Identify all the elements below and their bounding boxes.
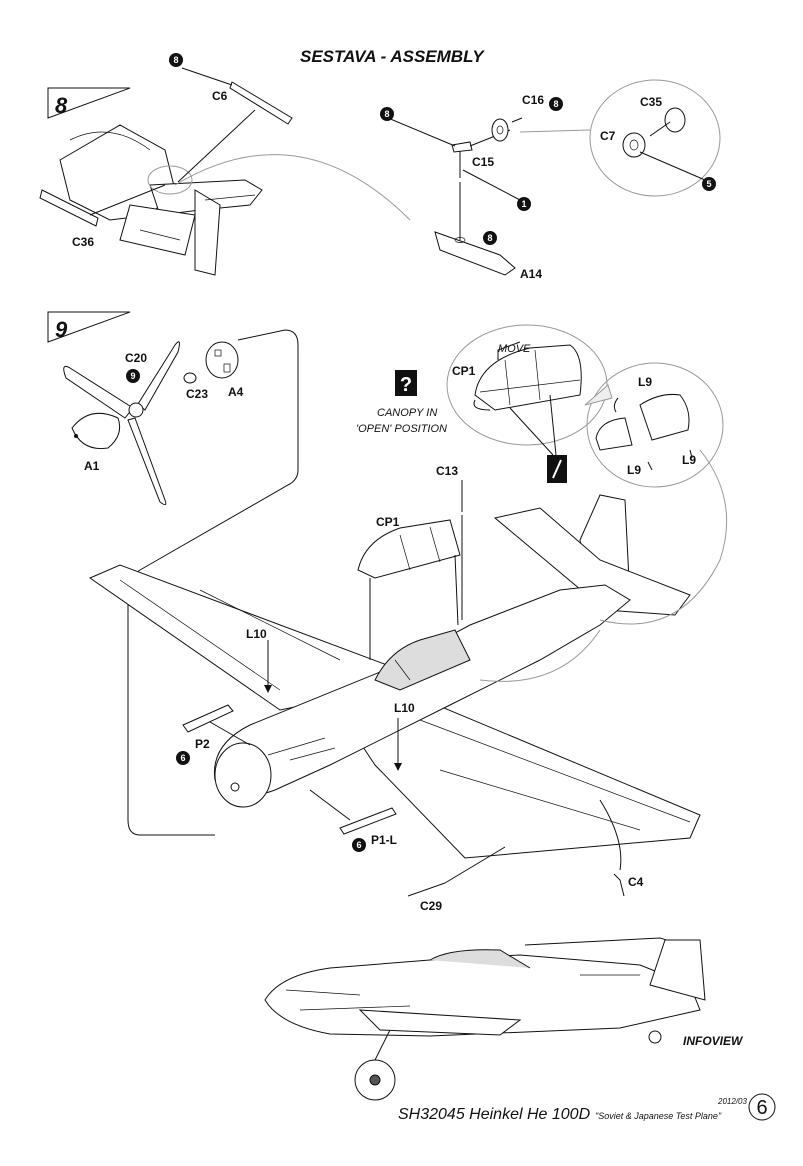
badge-c20: 9	[126, 369, 140, 383]
canopy-note: ? CANOPY IN 'OPEN' POSITION	[356, 370, 447, 435]
part-c16: C16	[491, 93, 544, 142]
svg-text:6: 6	[356, 840, 361, 850]
canopy-note-line1: CANOPY IN	[377, 407, 437, 419]
part-label-c29: C29	[420, 899, 442, 913]
part-label-c15: C15	[472, 155, 494, 169]
svg-text:9: 9	[130, 371, 135, 381]
tail-assembly-drawing	[59, 124, 263, 276]
detail-c35-c7: C35 C7	[519, 79, 721, 197]
part-a4: A4	[205, 341, 244, 399]
part-label-p1l: P1-L	[371, 833, 397, 847]
part-label-c13: C13	[436, 464, 458, 478]
step-number: 8	[55, 93, 68, 118]
leader-curve	[174, 154, 411, 221]
step-9: 9 A1 C23 A4 C20 9	[47, 311, 728, 913]
part-c29: C29	[407, 846, 506, 913]
footer-date: 2012/03	[717, 1097, 747, 1106]
part-p2: P2	[182, 704, 251, 751]
part-label-cp1: CP1	[376, 515, 400, 529]
part-c23: C23	[183, 372, 208, 401]
part-label-l9-c: L9	[627, 463, 641, 477]
infoview-label: INFOVIEW	[683, 1034, 744, 1048]
part-label-a14: A14	[520, 267, 542, 281]
part-label-c4: C4	[628, 875, 644, 889]
svg-text:8: 8	[487, 233, 492, 243]
part-c15-mast: C15	[387, 117, 521, 240]
leader-frame	[127, 329, 299, 836]
part-label-a1: A1	[84, 459, 100, 473]
svg-text:?: ?	[400, 374, 412, 396]
part-label-a4: A4	[228, 385, 244, 399]
footer: SH32045 Heinkel He 100D "Soviet & Japane…	[398, 1093, 776, 1123]
svg-text:1: 1	[521, 199, 526, 209]
step-8: 8 C6 C36	[39, 53, 721, 281]
part-label-c20: C20	[125, 351, 147, 365]
part-label-c35: C35	[640, 95, 662, 109]
page-title: SESTAVA - ASSEMBLY	[300, 47, 485, 66]
svg-text:8: 8	[384, 109, 389, 119]
part-label-c16: C16	[522, 93, 544, 107]
canopy-note-line2: 'OPEN' POSITION	[356, 423, 447, 435]
badge-c16: 8	[549, 97, 563, 111]
part-label-l10-a: L10	[246, 627, 267, 641]
svg-text:5: 5	[706, 179, 711, 189]
footer-subtitle: "Soviet & Japanese Test Plane"	[595, 1111, 722, 1121]
page-number: 6	[756, 1097, 767, 1119]
svg-text:8: 8	[553, 99, 558, 109]
badge-c7: 5	[702, 177, 716, 191]
part-label-c7: C7	[600, 129, 616, 143]
badge-p1l: 6	[352, 838, 366, 852]
step-8-marker: 8	[47, 87, 131, 119]
badge-c6: 8	[169, 53, 183, 67]
badge-a14: 8	[483, 231, 497, 245]
part-label-c6: C6	[212, 89, 228, 103]
propeller-assembly: A1	[63, 341, 180, 506]
badge-c15: 8	[380, 107, 394, 121]
move-label: MOVE	[498, 343, 531, 355]
part-c36: C36	[39, 184, 166, 249]
svg-text:8: 8	[173, 55, 178, 65]
part-label-c23: C23	[186, 387, 208, 401]
badge-p2: 6	[176, 751, 190, 765]
infoview-profile: INFOVIEW	[264, 937, 744, 1101]
canopy-detail-main: CP1 MOVE	[446, 324, 608, 483]
part-label-l9-b: L9	[682, 453, 696, 467]
footer-title: SH32045 Heinkel He 100D	[398, 1106, 591, 1123]
question-icon	[395, 370, 417, 396]
svg-text:6: 6	[180, 753, 185, 763]
part-label-c36: C36	[72, 235, 94, 249]
part-label-l10-b: L10	[394, 701, 415, 715]
part-a14: A14	[434, 231, 542, 281]
canopy-detail-l9: L9 L9 L9	[586, 362, 724, 488]
step-number: 9	[55, 317, 68, 342]
part-c6: C6	[177, 67, 293, 183]
part-c4: C4	[599, 799, 644, 897]
part-label-p2: P2	[195, 737, 210, 751]
main-aircraft: CP1 C13 L10 L10	[88, 449, 728, 859]
part-p1l: P1-L	[309, 789, 397, 847]
part-label-l9-a: L9	[638, 375, 652, 389]
part-label-cp1-detail: CP1	[452, 364, 476, 378]
detail-pointer	[584, 384, 613, 406]
step-9-marker: 9	[47, 311, 131, 343]
badge-c15-glue: 1	[517, 197, 531, 211]
